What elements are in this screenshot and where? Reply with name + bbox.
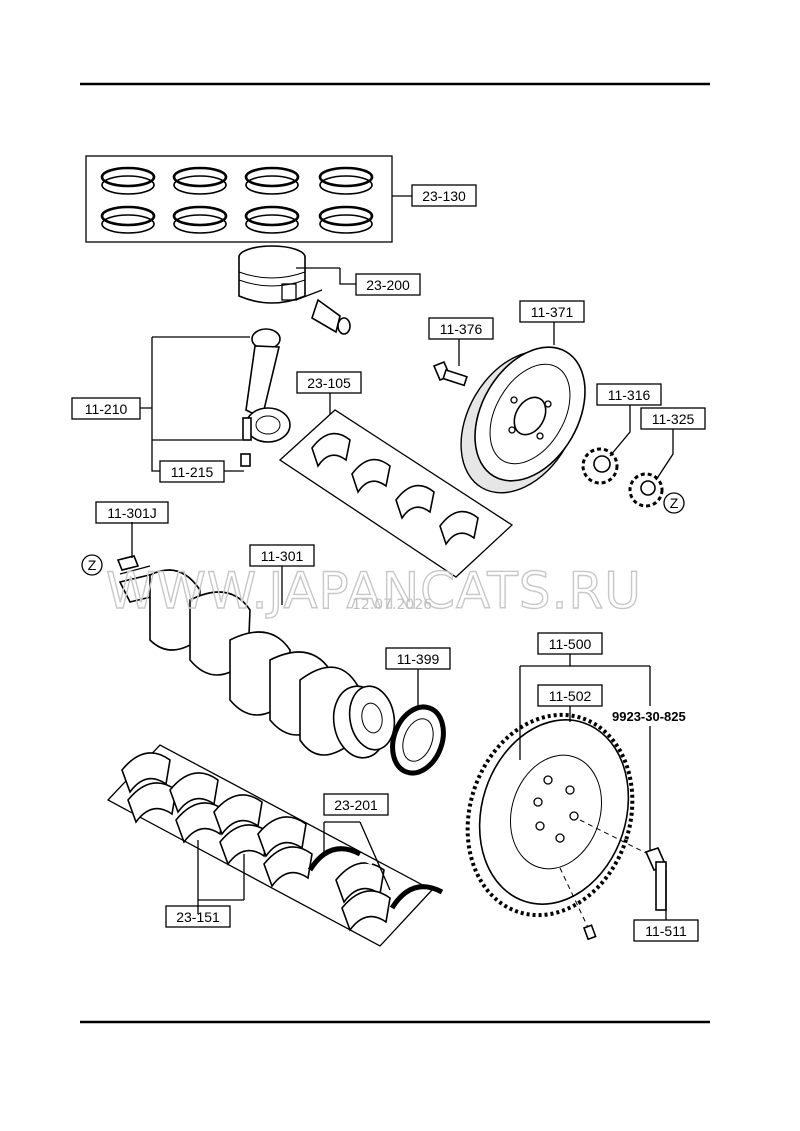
- label-11-325[interactable]: 11-325: [640, 407, 706, 430]
- label-11-301[interactable]: 11-301: [249, 544, 315, 567]
- label-text-9923-30-825[interactable]: 9923-30-825: [612, 709, 686, 724]
- label-text-11-376: 11-376: [440, 321, 483, 337]
- label-text-23-130: 23-130: [422, 188, 466, 204]
- timing-sprocket: [581, 447, 664, 508]
- label-text-23-151: 23-151: [176, 909, 220, 925]
- label-text-11-500: 11-500: [549, 636, 592, 652]
- crank-pulley: [460, 346, 586, 494]
- piston: [238, 245, 351, 335]
- label-23-200[interactable]: 23-200: [355, 273, 421, 296]
- label-text-11-325: 11-325: [652, 411, 695, 427]
- label-11-301J[interactable]: 11-301J: [95, 501, 169, 524]
- label-text-23-105: 23-105: [307, 375, 351, 391]
- label-text-11-215: 11-215: [171, 464, 214, 480]
- watermark-date: 12.07.2026: [352, 597, 432, 613]
- label-11-215[interactable]: 11-215: [159, 460, 225, 483]
- svg-text:Z: Z: [88, 557, 97, 573]
- label-11-376[interactable]: 11-376: [428, 317, 494, 340]
- label-text-11-399: 11-399: [397, 651, 440, 667]
- marker-z-right: Z: [663, 492, 685, 514]
- crankshaft: [118, 569, 396, 759]
- crank-key: [116, 555, 151, 575]
- label-text-23-201: 23-201: [334, 797, 378, 813]
- label-11-210[interactable]: 11-210: [71, 397, 141, 420]
- flywheel-bolt: [582, 847, 668, 941]
- label-23-151[interactable]: 23-151: [165, 905, 231, 928]
- label-text-11-502: 11-502: [549, 688, 592, 704]
- label-23-130[interactable]: 23-130: [411, 184, 477, 207]
- label-text-11-210: 11-210: [85, 401, 128, 417]
- svg-text:Z: Z: [670, 495, 679, 511]
- flywheel: [465, 712, 635, 918]
- thrust-washers: [307, 846, 444, 910]
- connecting-rod: [240, 328, 291, 467]
- conrod-bearings-group: [278, 393, 514, 578]
- label-text-11-511: 11-511: [645, 923, 687, 939]
- label-23-201[interactable]: 23-201: [323, 793, 389, 816]
- pulley-bolt: [432, 360, 468, 387]
- label-text-11-301J: 11-301J: [107, 505, 157, 521]
- label-11-316[interactable]: 11-316: [596, 383, 662, 406]
- label-11-371[interactable]: 11-371: [519, 300, 585, 323]
- label-11-511[interactable]: 11-511: [633, 919, 699, 942]
- marker-z-left: Z: [81, 554, 103, 576]
- label-text-23-200: 23-200: [366, 277, 410, 293]
- label-11-399[interactable]: 11-399: [385, 647, 451, 670]
- label-text-11-301: 11-301: [261, 548, 304, 564]
- watermark-site: WWW.JAPANCATS.RU: [106, 562, 642, 620]
- main-bearings-group: [106, 744, 434, 947]
- piston-rings-group: [85, 155, 412, 243]
- label-11-500[interactable]: 11-500: [537, 632, 603, 655]
- label-text-11-371: 11-371: [531, 304, 574, 320]
- label-23-105[interactable]: 23-105: [296, 371, 362, 394]
- label-text-11-316: 11-316: [608, 387, 651, 403]
- label-11-502[interactable]: 11-502: [537, 684, 603, 707]
- oil-seal: [390, 704, 446, 776]
